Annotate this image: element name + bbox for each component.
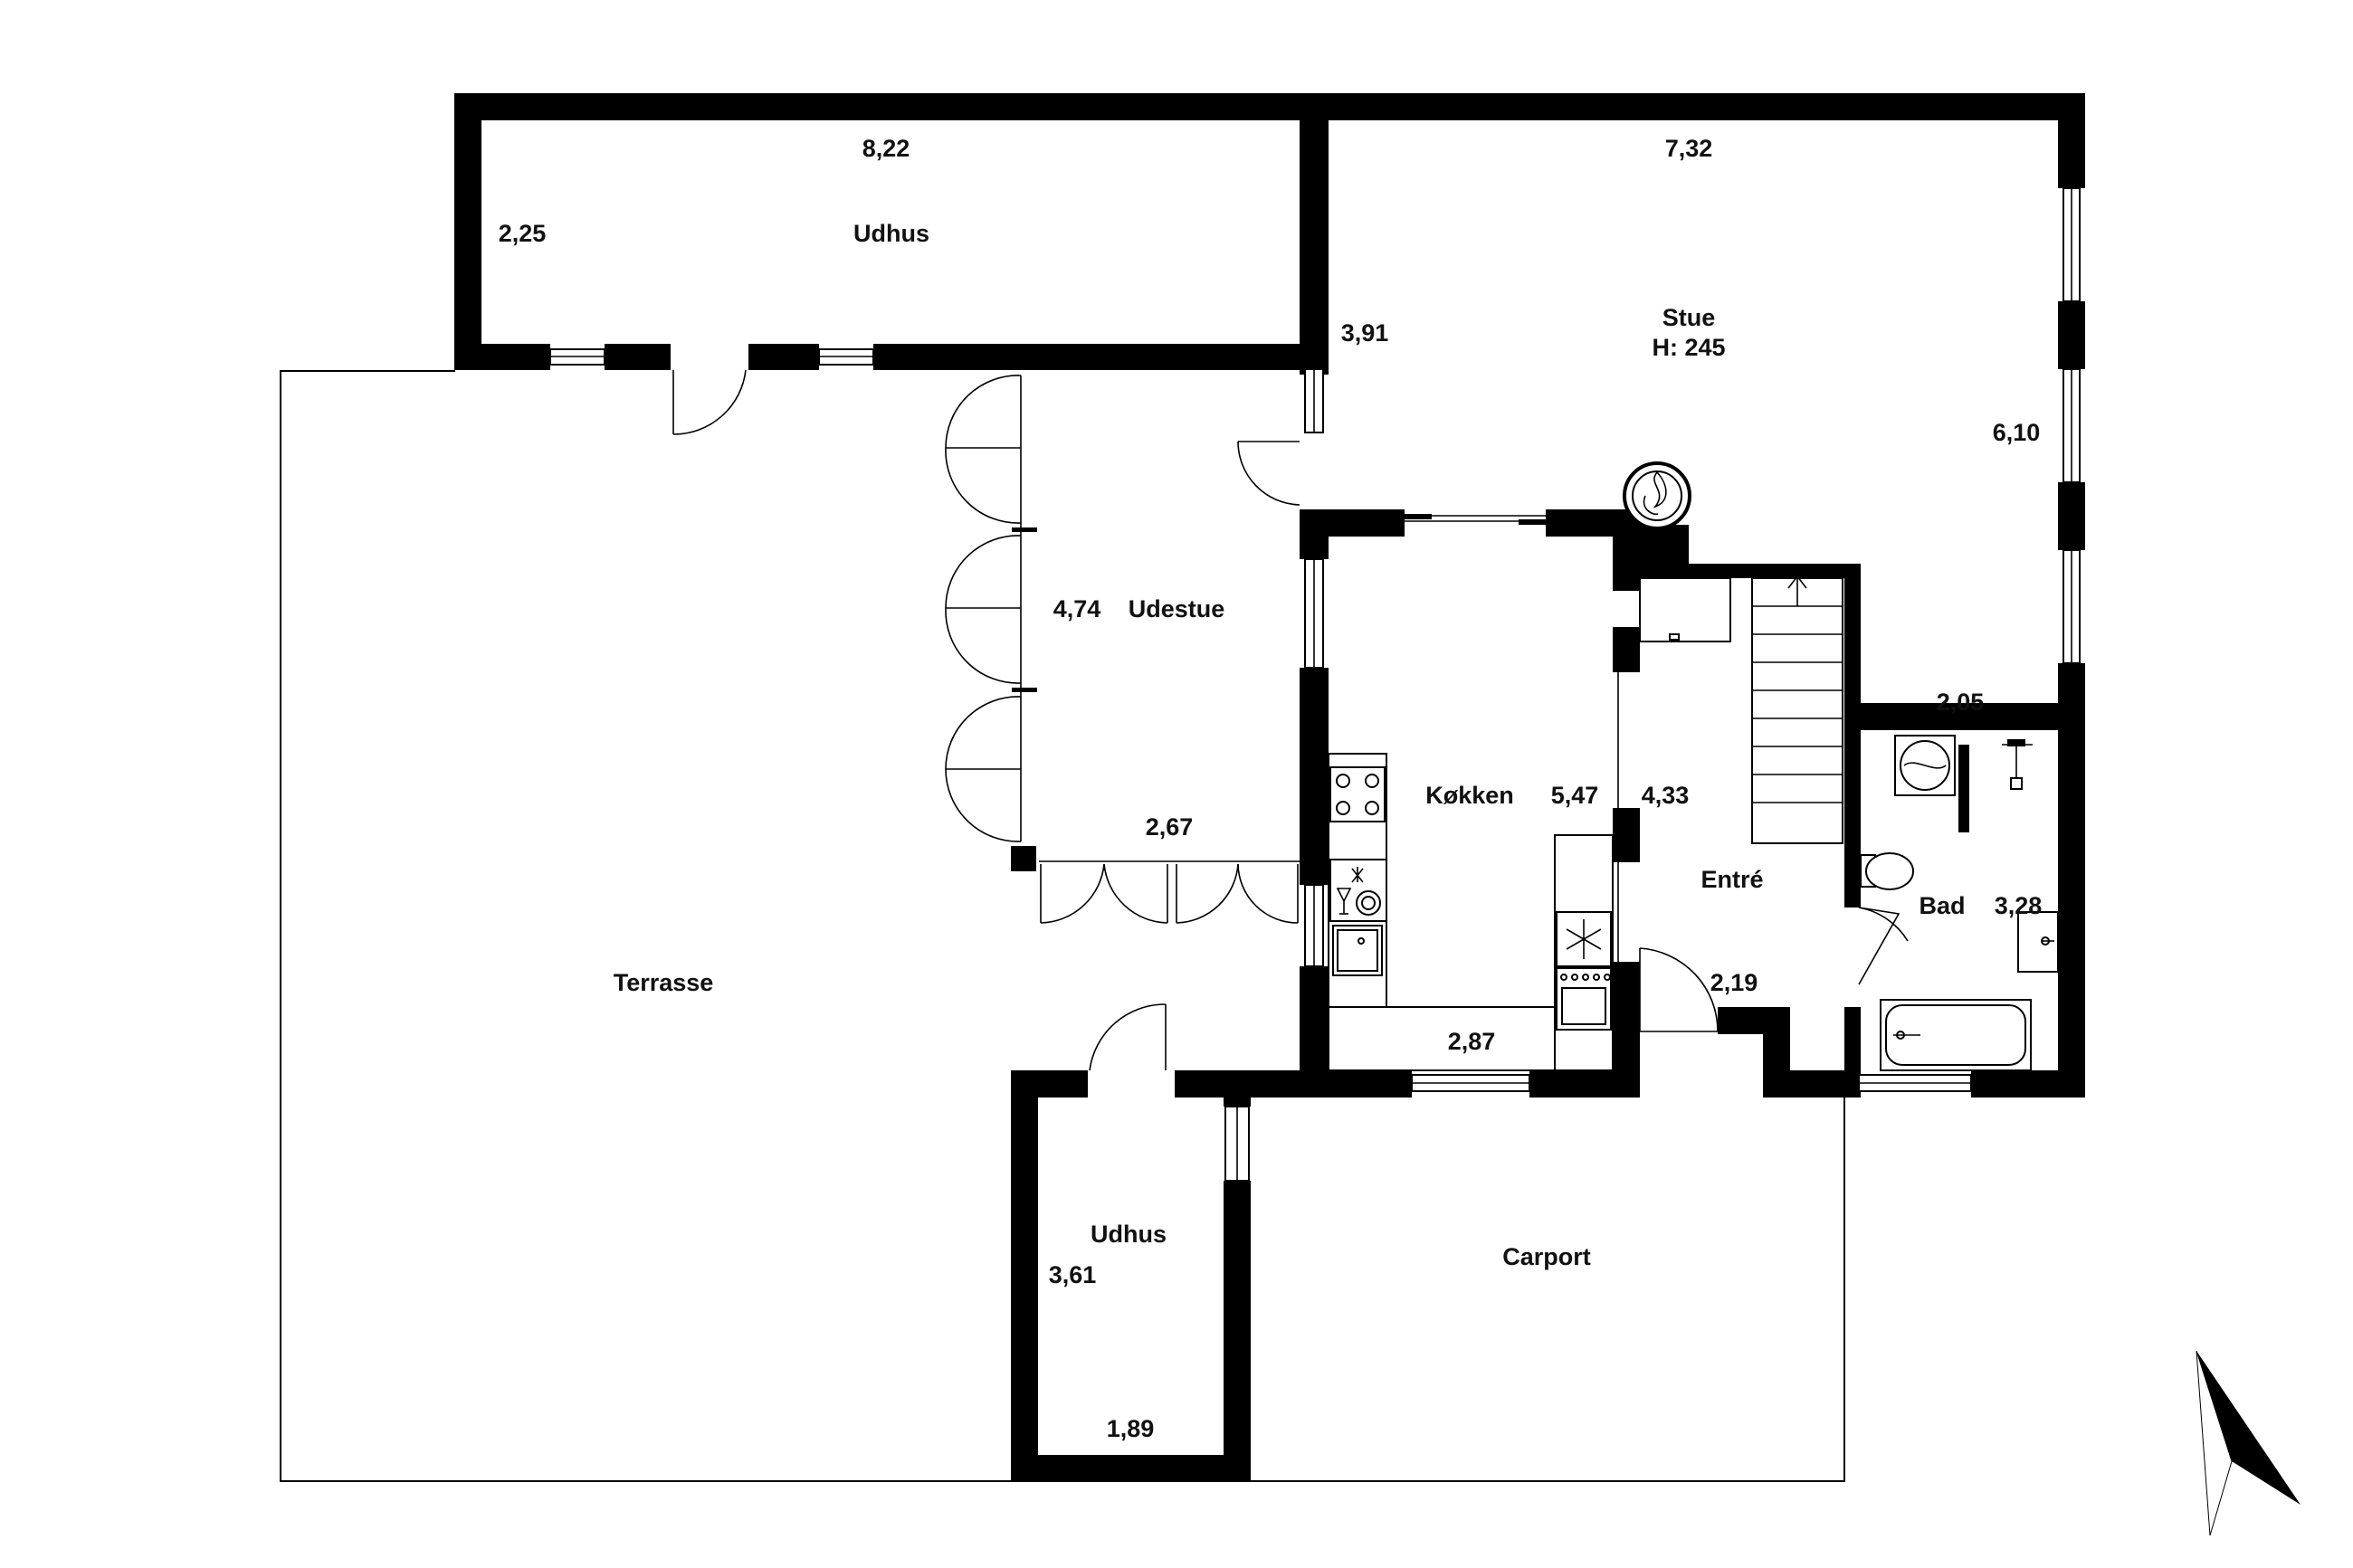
shower-icon bbox=[2002, 739, 2033, 790]
stairs-icon bbox=[1751, 575, 1843, 844]
outdoor-outlines bbox=[280, 370, 1845, 1482]
windows bbox=[549, 187, 2081, 1182]
oven-icon bbox=[1556, 967, 1612, 1031]
dimension-label: 2,67 bbox=[1146, 813, 1194, 841]
room-label-carport: Carport bbox=[1502, 1243, 1591, 1270]
dimension-label: 1,89 bbox=[1107, 1415, 1155, 1442]
dimension-label: 3,28 bbox=[1995, 892, 2043, 919]
north-arrow-icon bbox=[2196, 1350, 2301, 1536]
dimension-label: 2,87 bbox=[1448, 1028, 1496, 1055]
fireplace-icon bbox=[1613, 461, 1691, 565]
dimension-label: 2,19 bbox=[1710, 969, 1758, 996]
dimension-label: 3,61 bbox=[1049, 1261, 1097, 1288]
room-label-udhus-top: Udhus bbox=[853, 220, 929, 247]
doors bbox=[672, 369, 1909, 1071]
bathtub-icon bbox=[1880, 999, 2032, 1071]
room-label-kokken: Køkken bbox=[1425, 782, 1514, 809]
room-labels: Udhus Stue H: 245 Udestue Køkken Entré B… bbox=[614, 220, 1966, 1270]
dimension-label: 6,10 bbox=[1993, 419, 2041, 446]
room-label-bad: Bad bbox=[1919, 892, 1965, 919]
sink-icon bbox=[1332, 925, 1383, 976]
room-label-udestue: Udestue bbox=[1129, 595, 1225, 622]
dimension-label: 8,22 bbox=[862, 135, 910, 162]
dimension-label: 5,47 bbox=[1551, 782, 1599, 809]
toilet-icon bbox=[1860, 852, 1914, 890]
dimension-label: 4,33 bbox=[1642, 782, 1690, 809]
room-label-udhus-bottom: Udhus bbox=[1091, 1221, 1167, 1248]
dimension-label: 7,32 bbox=[1665, 135, 1713, 162]
stove-icon bbox=[1329, 766, 1386, 822]
washing-machine-icon bbox=[1894, 735, 1956, 796]
room-label-terrasse: Terrasse bbox=[614, 969, 714, 996]
dimension-label: 4,74 bbox=[1053, 595, 1101, 622]
dimension-label: 2,25 bbox=[499, 220, 547, 247]
dimension-labels: 8,22 2,25 7,32 3,91 6,10 4,74 2,67 5,47 … bbox=[499, 135, 2043, 1442]
dishwasher-icon bbox=[1329, 859, 1387, 922]
washbasin-icon bbox=[2017, 911, 2059, 973]
room-label-entre: Entré bbox=[1700, 866, 1763, 893]
fixtures bbox=[1328, 461, 2059, 1071]
freezer-icon bbox=[1556, 911, 1612, 967]
dimension-label: 3,91 bbox=[1341, 319, 1389, 347]
room-label-stue: Stue bbox=[1662, 304, 1716, 331]
walls bbox=[454, 93, 2085, 1482]
room-height-stue: H: 245 bbox=[1652, 334, 1725, 361]
dimension-label: 2,05 bbox=[1937, 689, 1985, 716]
